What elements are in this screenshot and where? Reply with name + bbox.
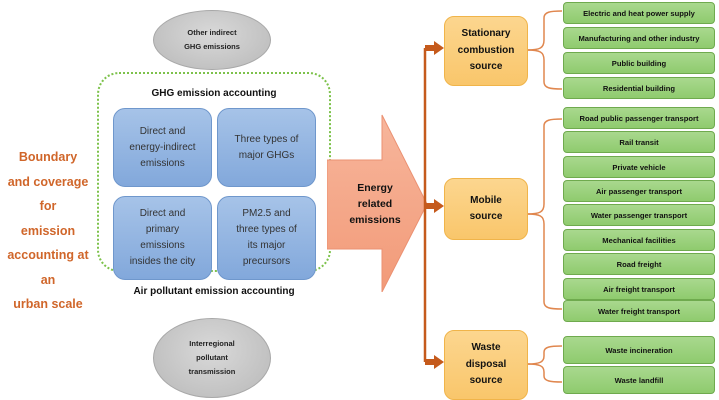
source-line: disposal <box>465 358 507 370</box>
box-line: primary <box>145 224 180 235</box>
direct-energy-indirect-box: Direct and energy-indirect emissions <box>113 108 212 187</box>
box-line: three types of <box>236 224 297 235</box>
source-line: source <box>469 375 503 387</box>
ghg-group-title: GHG emission accounting <box>151 88 277 99</box>
arrow-text-line: emissions <box>349 214 401 226</box>
ellipse-text: pollutant <box>196 352 228 362</box>
ellipse-text: GHG emissions <box>184 42 240 51</box>
energy-arrow-shape <box>327 114 427 292</box>
leaf-item: Road public passenger transport <box>563 107 715 129</box>
mobile-source: Mobile source <box>444 178 528 240</box>
title-line: Boundary <box>18 150 78 164</box>
leaf-item: Air freight transport <box>563 278 715 300</box>
box-line: its major <box>247 240 286 251</box>
title-line: and coverage for <box>7 174 89 214</box>
stationary-combustion-source: Stationary combustion source <box>444 16 528 86</box>
leaf-item: Rail transit <box>563 131 715 153</box>
diagram-title: Boundary and coverage for emission accou… <box>2 145 94 317</box>
energy-related-emissions-label: Energy related emissions <box>330 180 420 228</box>
ellipse-text: Other indirect <box>187 27 237 37</box>
ellipse-text: Interregional <box>189 338 235 348</box>
leaf-item: Road freight <box>563 253 715 275</box>
box-line: emissions <box>140 240 185 251</box>
leaf-item: Water passenger transport <box>563 204 715 226</box>
box-line: insides the city <box>129 256 196 267</box>
other-indirect-ghg-ellipse: Other indirect GHG emissions <box>153 10 271 70</box>
source-line: Waste <box>471 342 501 354</box>
arrow-text-line: related <box>357 198 393 210</box>
title-line: accounting at an <box>7 248 89 287</box>
ellipse-text: transmission <box>188 367 236 377</box>
air-group-title: Air pollutant emission accounting <box>133 286 295 297</box>
leaf-item: Electric and heat power supply <box>563 2 715 24</box>
leaf-item: Air passenger transport <box>563 180 715 202</box>
title-line: emission <box>20 223 76 238</box>
source-line: Stationary <box>461 28 511 40</box>
leaf-item: Residential building <box>563 77 715 99</box>
leaf-item: Private vehicle <box>563 156 715 178</box>
box-line: PM2.5 and <box>242 208 291 219</box>
leaf-item: Public building <box>563 52 715 74</box>
box-line: Direct and <box>139 208 186 219</box>
box-line: Direct and <box>139 125 186 137</box>
braces <box>526 10 563 383</box>
leaf-item: Water freight transport <box>563 300 715 322</box>
leaf-item: Manufacturing and other industry <box>563 27 715 49</box>
title-line: urban scale <box>13 297 83 311</box>
leaf-item: Mechanical facilities <box>563 229 715 251</box>
box-line: Three types of <box>234 133 299 145</box>
interregional-transmission-ellipse: Interregional pollutant transmission <box>153 318 271 398</box>
source-line: source <box>469 61 503 73</box>
leaf-item: Waste incineration <box>563 336 715 364</box>
box-line: emissions <box>140 157 185 169</box>
source-line: Mobile <box>470 194 502 206</box>
arrow-text-line: Energy <box>357 182 393 194</box>
source-line: combustion <box>457 44 515 56</box>
waste-disposal-source: Waste disposal source <box>444 330 528 400</box>
direct-primary-box: Direct and primary emissions insides the… <box>113 196 212 280</box>
pm25-precursors-box: PM2.5 and three types of its major precu… <box>217 196 316 280</box>
leaf-item: Waste landfill <box>563 366 715 394</box>
source-line: source <box>469 211 503 222</box>
major-ghgs-box: Three types of major GHGs <box>217 108 316 187</box>
branch-arrows <box>425 41 444 369</box>
box-line: energy-indirect <box>129 141 196 153</box>
box-line: major GHGs <box>238 149 295 161</box>
box-line: precursors <box>242 256 291 267</box>
